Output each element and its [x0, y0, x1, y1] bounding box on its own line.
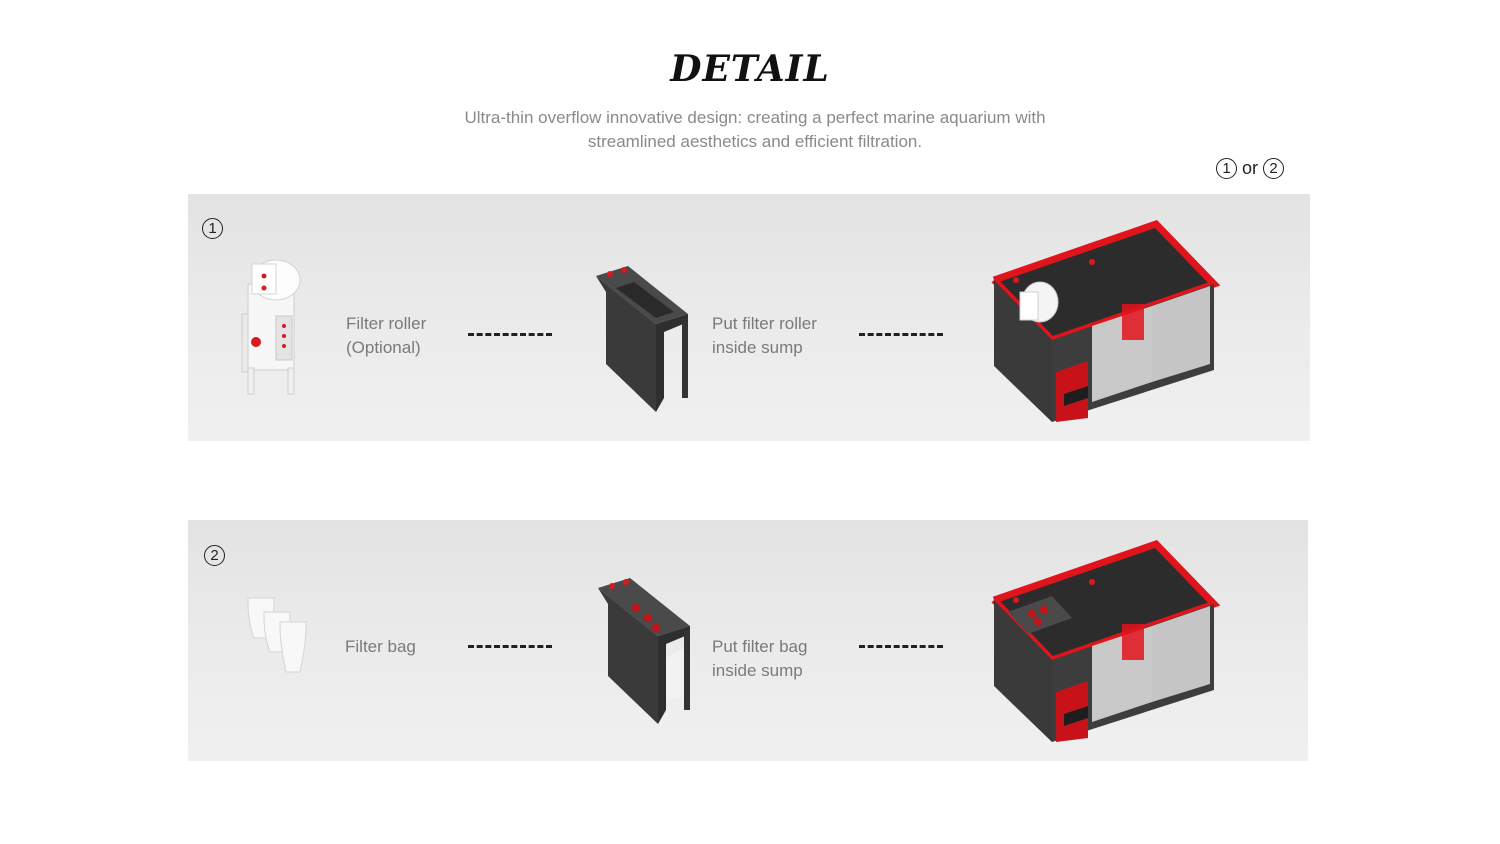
filter-roller-icon [241, 259, 301, 395]
connector-dashes [859, 333, 943, 336]
page-subtitle: Ultra-thin overflow innovative design: c… [464, 108, 1046, 151]
or-label: or [1242, 157, 1259, 178]
option-1-panel-badge: 1 [202, 218, 223, 239]
overflow-box-with-bags-icon [598, 578, 690, 724]
put-roller-label-line2: inside sump [712, 338, 803, 357]
page-title: DETAIL [670, 48, 830, 90]
filter-roller-label-line1: Filter roller [346, 314, 427, 333]
put-roller-label-line1: Put filter roller [712, 314, 817, 333]
connector-dashes [468, 645, 552, 648]
option-2-panel-badge: 2 [204, 545, 225, 566]
filter-bag-label: Filter bag [345, 637, 416, 656]
connector-dashes [468, 333, 552, 336]
option-1-badge: 1 [1216, 157, 1237, 179]
option-1-panel: 1 Filter roller (Optional) Put filter ro… [188, 194, 1310, 441]
sump-with-bags-icon [991, 539, 1221, 742]
options-legend: 1 or 2 [1216, 154, 1285, 182]
option-2-badge: 2 [1263, 157, 1285, 179]
put-bag-label-line1: Put filter bag [712, 637, 808, 656]
sump-with-roller-icon [991, 219, 1221, 422]
connector-dashes [859, 645, 943, 648]
put-bag-label-line2: inside sump [712, 661, 803, 680]
option-2-panel: 2 Filter bag Put filter bag inside sump [188, 520, 1308, 761]
filter-roller-label-line2: (Optional) [346, 338, 421, 357]
overflow-box-icon [596, 266, 688, 412]
filter-bags-icon [247, 597, 307, 673]
